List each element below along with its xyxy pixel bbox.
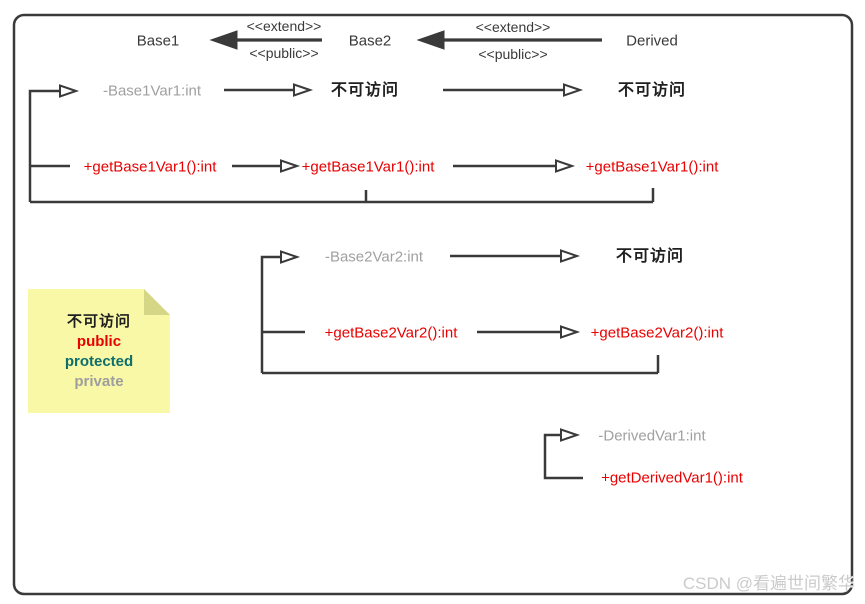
- base1var1-inaccessible-in-derived: 不可访问: [617, 82, 687, 99]
- stereotype-public-2: <<public>>: [478, 46, 548, 62]
- group1-connectors: [28, 88, 655, 204]
- group2-arrowheads: [280, 249, 581, 339]
- stereotype-extend-2: <<extend>>: [475, 19, 551, 35]
- legend-private-label: private: [74, 373, 124, 390]
- group3-connectors: [543, 433, 583, 480]
- member-derivedvar1: -DerivedVar1:int: [598, 427, 706, 445]
- group1-arrowheads: [59, 83, 584, 173]
- inheritance-arrow-derived-to-base2: [416, 30, 602, 50]
- method-getbase2var2: +getBase2Var2():int: [324, 324, 458, 342]
- legend-public-label: public: [76, 333, 122, 350]
- class-label-base1: Base1: [136, 32, 180, 50]
- legend-protected-label: protected: [64, 353, 134, 370]
- group3-arrowheads: [560, 428, 581, 442]
- group2-connectors: [260, 254, 660, 375]
- class-label-base2: Base2: [348, 32, 392, 50]
- legend-note: 不可访问 public protected private: [28, 289, 170, 413]
- member-base1var1: -Base1Var1:int: [102, 82, 202, 100]
- base1var1-inaccessible-in-base2: 不可访问: [330, 82, 400, 99]
- class-label-derived: Derived: [626, 32, 678, 50]
- method-getbase2var2-in-derived: +getBase2Var2():int: [590, 324, 724, 342]
- csdn-watermark: CSDN @看遍世间繁华: [682, 574, 855, 593]
- base2var2-inaccessible-in-derived: 不可访问: [615, 248, 685, 265]
- member-base2var2: -Base2Var2:int: [324, 248, 424, 266]
- method-getbase1var1-in-derived: +getBase1Var1():int: [585, 158, 719, 176]
- stereotype-extend-1: <<extend>>: [246, 18, 322, 34]
- method-getbase1var1-in-base2: +getBase1Var1():int: [301, 158, 435, 176]
- legend-inaccessible-label: 不可访问: [66, 313, 131, 330]
- stereotype-public-1: <<public>>: [249, 45, 319, 61]
- inheritance-arrow-base2-to-base1: [209, 30, 322, 50]
- diagram-border: [12, 13, 854, 596]
- method-getderivedvar1: +getDerivedVar1():int: [601, 469, 743, 487]
- method-getbase1var1: +getBase1Var1():int: [83, 158, 217, 176]
